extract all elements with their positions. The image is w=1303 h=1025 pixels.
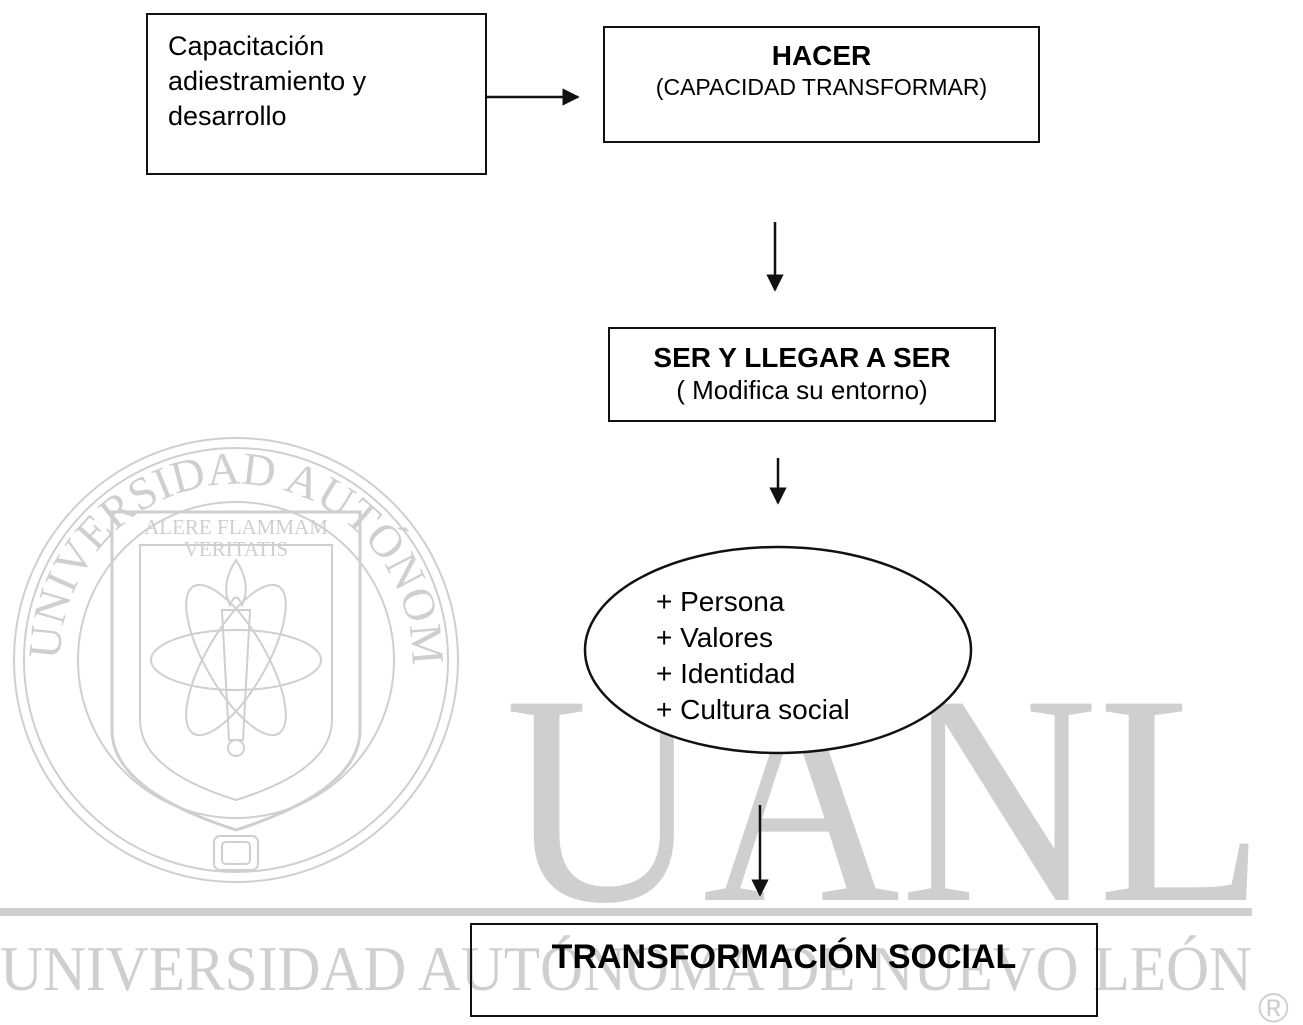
hacer-box: HACER (CAPACIDAD TRANSFORMAR) — [603, 26, 1040, 143]
training-line-3: desarrollo — [168, 101, 287, 131]
ser-title: SER Y LLEGAR A SER — [653, 342, 951, 373]
ser-subtitle: ( Modifica su entorno) — [676, 375, 928, 405]
watermark-registered-mark: ® — [1258, 984, 1289, 1025]
value-item-persona: + Persona — [656, 586, 785, 617]
ser-box: SER Y LLEGAR A SER ( Modifica su entorno… — [608, 327, 996, 422]
training-line-2: adiestramiento y — [168, 66, 367, 96]
training-line-1: Capacitación — [168, 31, 325, 61]
value-item-identidad: + Identidad — [656, 658, 796, 689]
training-box: Capacitación adiestramiento y desarrollo — [146, 13, 487, 175]
hacer-subtitle: (CAPACIDAD TRANSFORMAR) — [655, 74, 988, 100]
seal-motto-line2: VERITATIS — [184, 537, 288, 561]
result-title: TRANSFORMACIÓN SOCIAL — [551, 938, 1017, 976]
value-item-valores: + Valores — [656, 622, 773, 653]
values-list: + Persona + Valores + Identidad + Cultur… — [656, 584, 850, 728]
seal-motto-line1: ALERE FLAMMAM — [144, 515, 328, 539]
university-seal — [13, 437, 459, 883]
values-ellipse — [583, 545, 973, 755]
watermark-university-name: UNIVERSIDAD AUTÓNOMA DE NUEVO LEÓN — [0, 933, 1252, 1004]
result-box: TRANSFORMACIÓN SOCIAL — [470, 923, 1098, 1017]
hacer-title: HACER — [771, 40, 872, 71]
value-item-cultura-social: + Cultura social — [656, 694, 850, 725]
